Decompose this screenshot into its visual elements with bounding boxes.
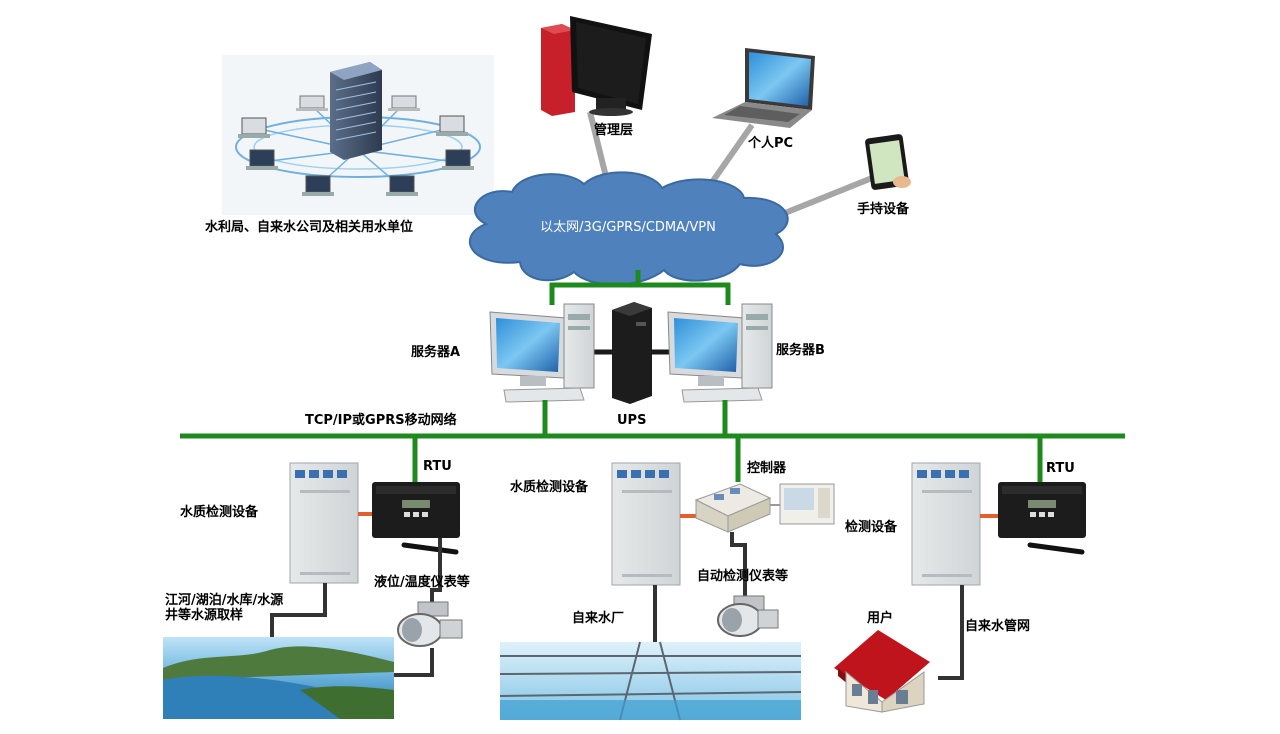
handheld-tablet-icon	[865, 134, 911, 190]
label-source-line1: 江河/湖泊/水库/水源	[165, 592, 283, 608]
link-management-cloud	[587, 111, 611, 186]
label-water-bureau: 水利局、自来水公司及相关用水单位	[205, 219, 413, 235]
label-water-quality-left: 水质检测设备	[180, 504, 259, 520]
left-station	[163, 462, 463, 719]
detection-cabinet-right	[911, 462, 981, 586]
water-bureau-cluster	[222, 55, 494, 215]
laptop-icon	[442, 149, 474, 170]
level-sensor-icon	[397, 601, 463, 647]
laptop-icon	[238, 117, 270, 138]
link-handheld-cloud	[778, 175, 874, 218]
house-icon	[820, 630, 938, 720]
label-server-a: 服务器A	[411, 344, 460, 360]
label-detection-right: 检测设备	[845, 519, 898, 535]
label-rtu-left: RTU	[423, 459, 452, 474]
laptop-icon	[302, 175, 334, 196]
label-ups: UPS	[617, 413, 646, 428]
cloud-shape	[468, 171, 789, 286]
label-pipe-network: 自来水管网	[965, 618, 1030, 634]
label-water-quality-mid: 水质检测设备	[510, 479, 589, 495]
label-source-line2: 井等水源取样	[165, 607, 243, 623]
label-server-b: 服务器B	[776, 342, 825, 358]
cloud-server-links	[549, 270, 731, 305]
antenna-icon	[401, 542, 459, 555]
auto-detect-sensor-icon	[717, 595, 779, 637]
label-rtu-right: RTU	[1046, 461, 1075, 476]
server-tower-icon	[330, 62, 382, 160]
label-handheld: 手持设备	[857, 201, 910, 217]
laptop-icon	[246, 149, 278, 170]
hmi-panel-icon	[779, 483, 835, 525]
laptop-icon	[386, 175, 418, 196]
controller-plc-icon	[694, 483, 772, 533]
link-cabinet-lake	[270, 583, 327, 637]
link-controller-sensor	[730, 532, 747, 600]
antenna-icon	[1027, 542, 1085, 555]
right-station	[820, 462, 1086, 720]
management-desktop-icon	[541, 16, 652, 116]
label-user: 用户	[866, 610, 893, 626]
link-cabinet-house	[935, 585, 964, 680]
personal-laptop-icon	[712, 48, 815, 128]
server-a-icon	[489, 303, 595, 403]
rtu-device-left	[372, 482, 460, 538]
label-controller: 控制器	[747, 460, 787, 476]
label-water-plant: 自来水厂	[572, 610, 624, 626]
cloud-label: 以太网/3G/GPRS/CDMA/VPN	[540, 220, 716, 235]
link-sensor-lake	[394, 648, 434, 677]
rtu-device-right	[998, 482, 1086, 538]
laptop-icon	[388, 95, 420, 111]
lake-reservoir-image	[163, 637, 394, 719]
label-network: TCP/IP或GPRS移动网络	[305, 412, 457, 428]
water-quality-cabinet-left	[289, 462, 359, 584]
ups-icon	[612, 302, 652, 404]
link-rtu-sensor	[430, 538, 442, 608]
server-b-icon	[667, 303, 773, 403]
laptop-icon	[296, 95, 328, 111]
label-level-temp: 液位/温度仪表等	[374, 574, 470, 590]
label-personal-pc: 个人PC	[747, 135, 793, 151]
network-cloud: 以太网/3G/GPRS/CDMA/VPN	[468, 171, 789, 286]
link-pc-cloud	[705, 123, 755, 190]
water-quality-cabinet-mid	[611, 462, 681, 586]
laptop-icon	[436, 115, 468, 136]
label-auto-detect: 自动检测仪表等	[697, 568, 788, 584]
water-plant-image	[499, 641, 802, 721]
label-management: 管理层	[594, 122, 633, 138]
middle-station	[499, 462, 835, 721]
